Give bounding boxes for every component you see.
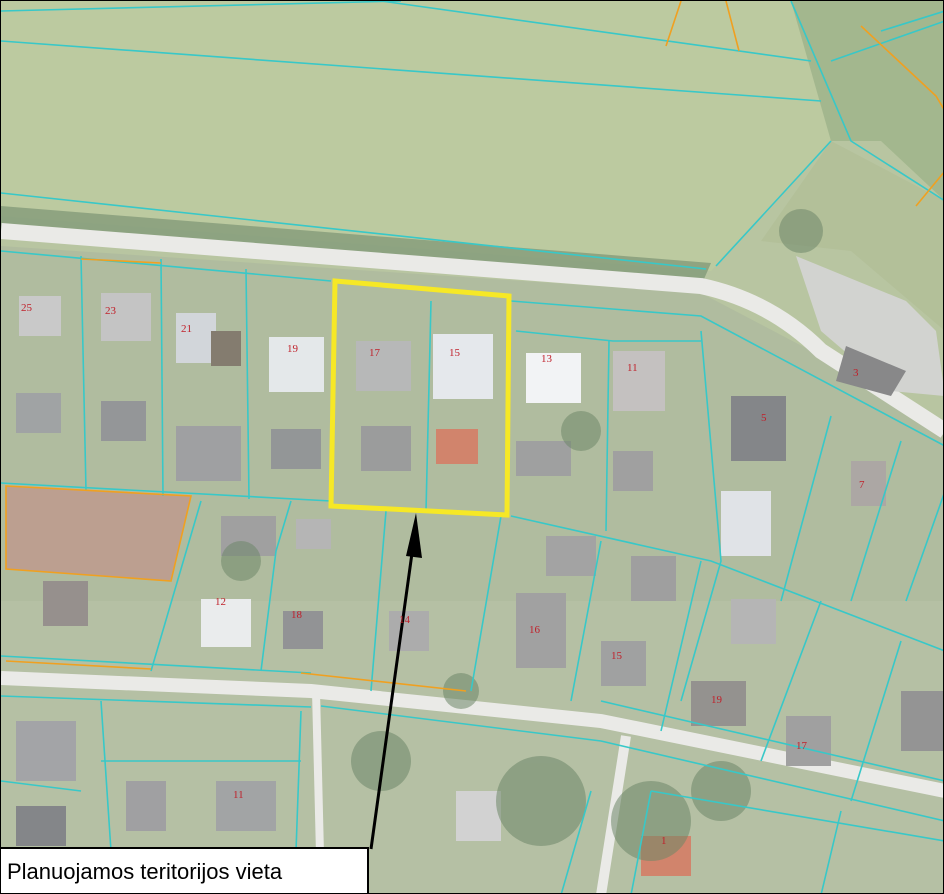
house-number-label: 7 (859, 479, 865, 491)
house-number-label: 23 (105, 305, 117, 317)
road-north (1, 223, 943, 438)
house-number-label: 5 (761, 412, 767, 424)
pointer-arrow-head (406, 513, 422, 558)
house-number-label: 17 (369, 347, 381, 359)
farm-building-dark (836, 346, 906, 396)
map-caption: Planuojamos teritorijos vieta (1, 847, 369, 893)
house-number-label: 15 (449, 347, 461, 359)
orange-boundaries (5, 1, 943, 692)
house-number-label: 17 (796, 740, 808, 752)
caption-text: Planuojamos teritorijos vieta (7, 859, 283, 884)
field-north (1, 1, 831, 271)
house-number-label: 14 (399, 614, 411, 626)
house-number-labels: 25 23 21 19 17 15 13 11 3 5 7 12 18 14 1… (21, 302, 865, 847)
field-northeast (791, 1, 943, 200)
planned-territory-outline[interactable] (328, 278, 512, 518)
house-number-label: 13 (541, 353, 553, 365)
hatched-plot (6, 486, 191, 581)
house-number-label: 11 (627, 362, 638, 374)
house-number-label: 11 (233, 789, 244, 801)
farm-building (796, 256, 943, 396)
house-number-label: 15 (611, 650, 623, 662)
house-number-label: 25 (21, 302, 33, 314)
house-number-label: 12 (215, 596, 226, 608)
field-east-slope (761, 141, 943, 330)
house-number-label: 18 (291, 609, 303, 621)
house-number-label: 3 (853, 367, 859, 379)
house-number-label: 16 (529, 624, 541, 636)
houses (16, 293, 943, 876)
house-number-label: 19 (287, 343, 299, 355)
house-number-label: 19 (711, 694, 723, 706)
house-number-label: 21 (181, 323, 192, 335)
pointer-arrow-line (369, 545, 415, 850)
house-number-label: 1 (661, 835, 667, 847)
